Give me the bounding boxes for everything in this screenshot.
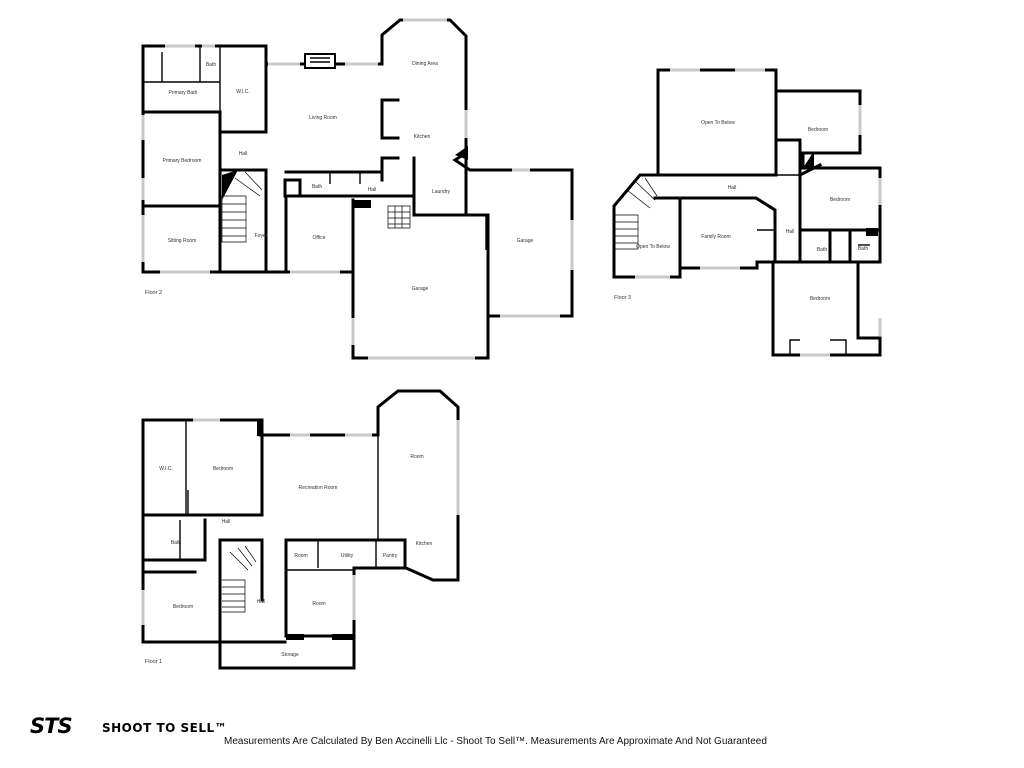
room-label: Hall [728, 185, 737, 191]
logo-wordmark: SHOOT TO SELL™ [102, 721, 228, 735]
room-label: Living Room [309, 115, 337, 121]
room-label: Open To Below [636, 244, 670, 250]
room-label: Room [294, 553, 307, 559]
room-label: Utility [341, 553, 354, 559]
room-label: Bedroom [173, 604, 193, 610]
shoot-to-sell-logo: STS SHOOT TO SELL™ [30, 716, 230, 740]
room-label: Room [410, 454, 423, 460]
floor-2-stairs [221, 171, 411, 243]
floor-1-stairs [222, 545, 257, 613]
floor-1-label: Floor 1 [145, 659, 162, 665]
room-label: Room [312, 601, 325, 607]
room-label: Hall [222, 519, 231, 525]
room-label: W.I.C. [159, 466, 173, 472]
measurement-disclaimer: Measurements Are Calculated By Ben Accin… [224, 736, 767, 747]
room-label: Open To Below [701, 120, 735, 126]
room-label: Bath [171, 540, 182, 546]
room-label: Hall [368, 187, 377, 193]
room-label: Laundry [432, 189, 451, 195]
floor-3-plan: Open To Below Bedroom Hall Bedroom Open … [612, 68, 882, 357]
room-label: Bedroom [213, 466, 233, 472]
room-label: Bath [206, 62, 217, 68]
sts-logo-mark: STS [30, 714, 73, 738]
room-label: Bedroom [830, 197, 850, 203]
room-label: Primary Bath [169, 90, 198, 96]
floor-2-plan: Bath Primary Bath W.I.C. Living Room Din… [141, 18, 574, 360]
room-label: Bedroom [810, 296, 830, 302]
room-label: Pantry [383, 553, 398, 559]
room-label: Garage [412, 286, 429, 292]
room-label: Office [313, 235, 326, 241]
room-label: W.I.C. [236, 89, 250, 95]
floor-1-plan: W.I.C. Bedroom Recreation Room Room Hall… [141, 389, 460, 670]
floor-2-label: Floor 2 [145, 290, 162, 296]
room-label: Bath [858, 246, 869, 252]
room-label: Recreation Room [299, 485, 338, 491]
room-label: Bath [817, 247, 828, 253]
room-label: Hall [786, 229, 795, 235]
room-label: Kitchen [414, 134, 431, 140]
room-label: Garage [517, 238, 534, 244]
room-label: Hall [257, 599, 266, 605]
room-label: Sitting Room [168, 238, 197, 244]
room-label: Bath [312, 184, 323, 190]
room-label: Dining Area [412, 61, 438, 67]
room-label: Hall [239, 151, 248, 157]
room-label: Kitchen [416, 541, 433, 547]
room-label: Bedroom [808, 127, 828, 133]
room-label: Foyer [255, 233, 268, 239]
room-label: Primary Bedroom [163, 158, 202, 164]
room-label: Family Room [701, 234, 730, 240]
floor-3-stairs [615, 177, 658, 250]
floor-3-label: Floor 3 [614, 295, 631, 301]
room-label: Storage [281, 652, 299, 658]
